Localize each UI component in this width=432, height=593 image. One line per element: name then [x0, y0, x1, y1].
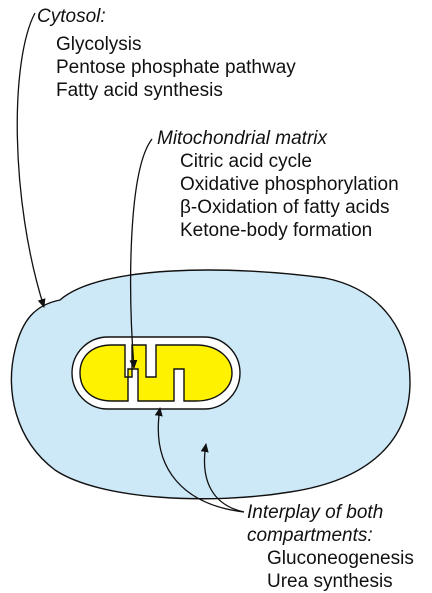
- interplay-process-list: Gluconeogenesis Urea synthesis: [267, 547, 414, 593]
- interplay-arrow-to-cytosol: [200, 443, 245, 513]
- cytosol-arrow: [16, 12, 46, 308]
- cytosol-process-list: Glycolysis Pentose phosphate pathway Fat…: [56, 33, 296, 102]
- cytosol-process: Fatty acid synthesis: [56, 80, 223, 101]
- interplay-heading-line: Interplay of both: [247, 502, 384, 523]
- matrix-process: Oxidative phosphorylation: [180, 174, 399, 195]
- interplay-arrow-to-matrix: [154, 407, 245, 513]
- matrix-process: Citric acid cycle: [180, 151, 312, 172]
- interplay-process: Gluconeogenesis: [267, 548, 414, 569]
- mitochondrial-matrix-arrow: [129, 138, 153, 369]
- matrix-process: Ketone-body formation: [180, 220, 373, 241]
- cytosol-heading: Cytosol:: [37, 6, 106, 27]
- mitochondrial-matrix-heading: Mitochondrial matrix: [157, 128, 327, 149]
- cytosol-process: Glycolysis: [56, 34, 142, 55]
- matrix-process: β-Oxidation of fatty acids: [180, 197, 390, 218]
- interplay-heading-line: compartments:: [247, 525, 373, 546]
- cytosol-process: Pentose phosphate pathway: [56, 57, 296, 78]
- interplay-heading: Interplay of both compartments:: [247, 501, 383, 547]
- mitochondrial-matrix-shape: [79, 344, 233, 402]
- interplay-process: Urea synthesis: [267, 571, 393, 592]
- mitochondrial-matrix-process-list: Citric acid cycle Oxidative phosphorylat…: [180, 150, 399, 242]
